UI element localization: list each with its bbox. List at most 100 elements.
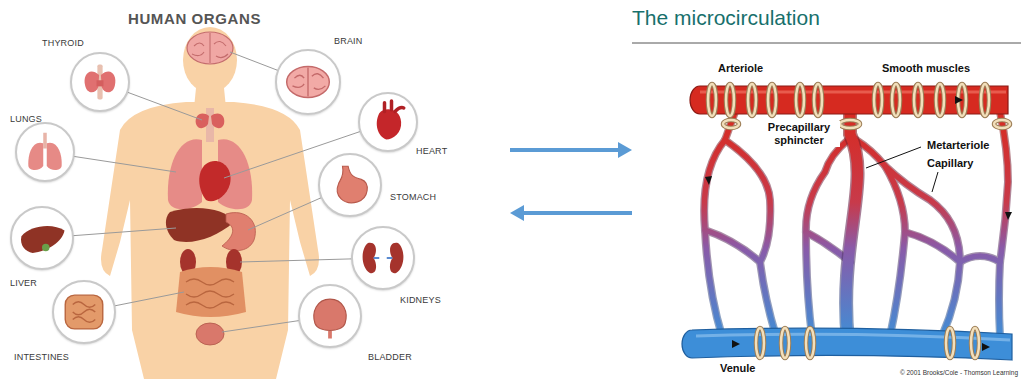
smooth-muscle-ring (723, 120, 739, 128)
smooth-muscle-ring (756, 328, 764, 358)
pointer-lines-part (866, 147, 921, 168)
venule-vessel-part (682, 328, 1012, 360)
microcirculation-panel: The microcirculation (632, 0, 1023, 379)
lungs-icon-part (43, 133, 47, 149)
arrow-shaft (510, 148, 620, 152)
smooth-muscle-ring (806, 328, 814, 358)
flow-arrows-part (705, 176, 712, 185)
liver-icon-part (21, 226, 64, 253)
flow-arrows-part (982, 343, 990, 351)
body-organs-part (192, 33, 228, 63)
organ-circle: BLADDER (298, 284, 362, 348)
kidneys-icon (353, 228, 413, 288)
flow-arrow (510, 205, 632, 221)
smooth-muscle-ring (874, 84, 882, 116)
intestines-icon-part (73, 302, 96, 323)
body-organs-part (168, 139, 202, 209)
flow-arrows (705, 96, 1012, 351)
heart-icon-part (377, 109, 401, 139)
smooth-muscle-ring (806, 328, 814, 358)
smooth-muscle-ring (726, 84, 734, 116)
smooth-muscle-ring (748, 84, 756, 116)
body-silhouette-part (101, 102, 319, 379)
body-organs-part (187, 32, 233, 64)
smooth-muscle-ring (708, 84, 716, 116)
thyroid-icon-part (97, 80, 104, 86)
smooth-muscle-ring (796, 84, 804, 116)
smooth-muscle-ring (840, 120, 860, 128)
smooth-muscle-ring (708, 84, 716, 116)
capillary-network (704, 112, 1008, 342)
flow-arrows-part (732, 340, 740, 348)
part-label: Arteriole (716, 62, 765, 75)
organ-label: HEART (416, 146, 447, 156)
organ-label: LUNGS (10, 114, 42, 124)
part-label: Capillary (925, 157, 975, 170)
smooth-muscle-ring (726, 84, 734, 116)
smooth-muscle-ring (892, 84, 900, 116)
heart-icon-part (385, 101, 404, 112)
stomach-icon (320, 155, 380, 215)
organ-label: THYROID (42, 38, 84, 48)
organ-circle: INTESTINES (52, 280, 116, 344)
brain-icon-part (293, 67, 326, 96)
intestines-icon (54, 282, 114, 342)
smooth-muscle-ring (892, 84, 900, 116)
part-label: Metarteriole (925, 139, 991, 152)
flow-arrow (510, 142, 632, 158)
capillary-network-part (846, 112, 857, 342)
smooth-muscle-ring (781, 328, 789, 358)
smooth-muscle-ring (914, 84, 922, 116)
body-organs-part (222, 213, 255, 251)
stomach-icon-part (337, 166, 367, 202)
smooth-muscle-ring (914, 84, 922, 116)
part-label: Precapillary sphincter (758, 121, 840, 147)
smooth-muscle-ring (814, 84, 822, 116)
capillary-network-part (846, 112, 857, 342)
flow-arrows-part (1005, 212, 1012, 220)
venule-vessel (682, 328, 1012, 360)
smooth-muscle-ring (946, 328, 954, 358)
smooth-muscle-ring (768, 84, 776, 116)
smooth-muscle-ring (768, 84, 776, 116)
brain-icon-part (287, 67, 330, 98)
panel-title: The microcirculation (632, 6, 820, 30)
body-organs-part (196, 114, 225, 129)
title-rule (632, 43, 1021, 44)
smooth-muscle-ring (814, 84, 822, 116)
lungs-icon (17, 124, 73, 180)
body-organs-part (186, 279, 234, 308)
smooth-muscle-ring (971, 328, 979, 358)
part-label: Smooth muscles (880, 62, 972, 75)
bladder-icon-part (314, 299, 346, 330)
thyroid-icon-part (97, 65, 102, 100)
smooth-muscle-ring (994, 120, 1010, 128)
smooth-muscle-ring (840, 120, 860, 128)
smooth-muscle-ring (723, 120, 739, 128)
organ-circle: THYROID (70, 52, 130, 112)
smooth-muscle-ring (936, 84, 944, 116)
organ-label: BLADDER (368, 352, 412, 362)
flow-arrows-part (955, 96, 963, 104)
smooth-muscle-ring (946, 328, 954, 358)
arrow-head (510, 205, 524, 221)
smooth-muscle-ring (981, 84, 989, 116)
smooth-muscle-ring (796, 84, 804, 116)
organ-label: STOMACH (390, 192, 436, 202)
venule-vessel-part (696, 334, 1010, 340)
smooth-muscle-ring (994, 120, 1010, 128)
organ-label: KIDNEYS (400, 295, 441, 305)
heart-icon (360, 94, 416, 150)
body-organs (166, 32, 255, 345)
body-silhouette-part (183, 27, 237, 93)
organ-circle: BRAIN (275, 49, 341, 115)
copyright-note: © 2001 Brooks/Cole - Thomson Learning (898, 369, 1020, 377)
part-label: Venule (718, 362, 757, 375)
lungs-icon-part (28, 143, 43, 170)
kidneys-icon-part (374, 257, 393, 259)
organ-label: LIVER (10, 278, 37, 288)
organ-circle: KIDNEYS (351, 226, 415, 290)
lungs-icon-part (47, 143, 62, 170)
